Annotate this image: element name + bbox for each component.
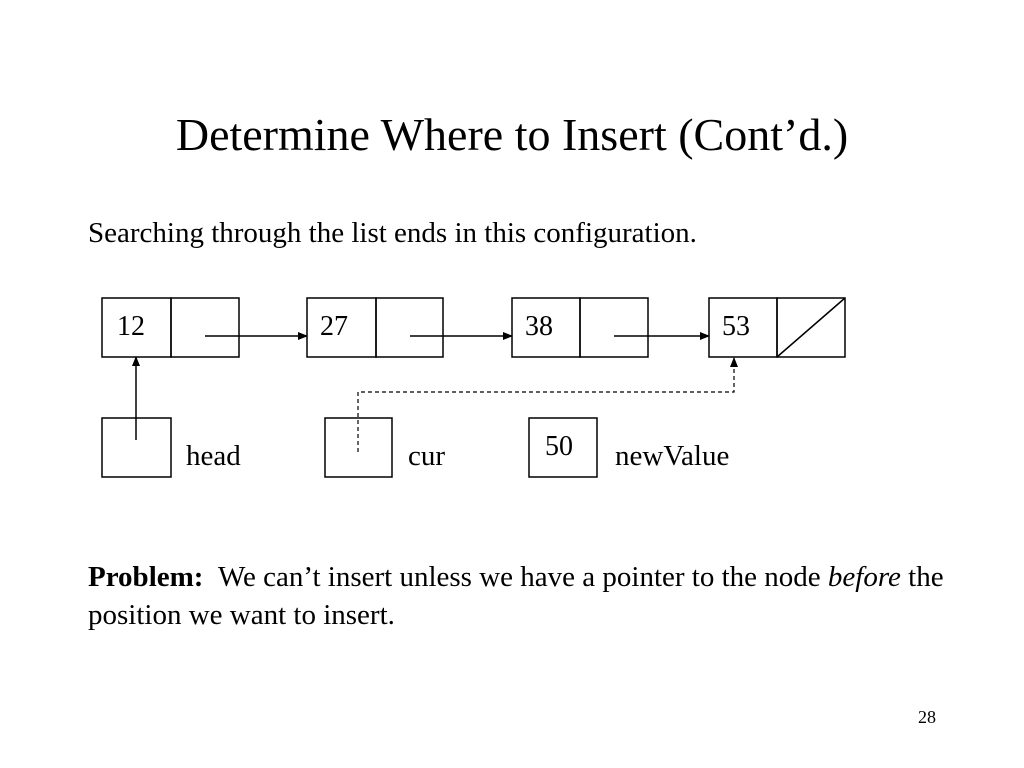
list-node-53: 53 (708, 297, 846, 358)
null-pointer-slash (776, 297, 846, 358)
node-next-cell (776, 297, 846, 358)
problem-text-2: the position we want to insert. (88, 561, 944, 631)
pointer-head: head (101, 356, 241, 478)
node-value: 12 (117, 311, 145, 342)
node-value: 53 (722, 311, 750, 342)
problem-text-1: We can’t insert unless we have a pointer… (217, 561, 821, 593)
node-value: 27 (320, 311, 348, 342)
list-node-12: 12 (101, 297, 240, 358)
pointer-box (324, 417, 393, 478)
pointer-cur: cur (324, 357, 738, 478)
node-next-cell (170, 297, 240, 358)
node-next-cell (579, 297, 649, 358)
node-next-cell (375, 297, 444, 358)
slide-title: Determine Where to Insert (Cont’d.) (175, 109, 849, 160)
value-box (528, 417, 598, 478)
problem-label: Problem: (88, 561, 204, 593)
intro-text: Searching through the list ends in this … (88, 217, 697, 249)
newvalue-value: 50 (545, 431, 573, 462)
problem-emphasis: before (827, 561, 901, 593)
cur-dashed-arrow (357, 357, 738, 452)
pointer-label: head (186, 440, 241, 472)
variable-newvalue: 50 newValue (528, 417, 729, 478)
node-value: 38 (525, 311, 553, 342)
problem-statement: Problem: We can’t insert unless we have … (88, 558, 948, 634)
pointer-label: cur (408, 440, 445, 472)
list-node-38: 38 (511, 297, 649, 358)
pointer-label: newValue (615, 440, 729, 472)
list-node-27: 27 (306, 297, 444, 358)
page-number: 28 (918, 707, 936, 727)
